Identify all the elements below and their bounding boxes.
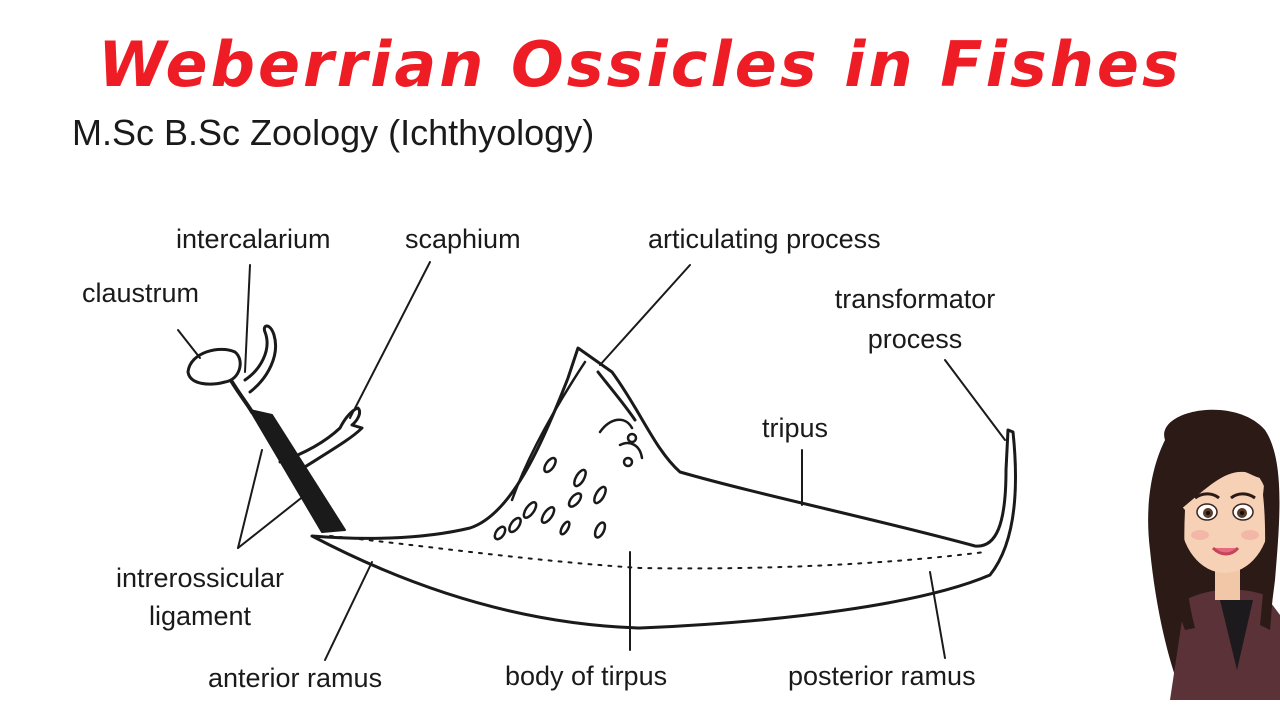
tripus-dotted-line [329,535,986,570]
label-transformator-process-line2: process [867,324,963,354]
label-body-of-tripus: body of tirpus [505,661,668,691]
scaphium-shape [278,406,364,472]
label-intercalarium: intercalarium [176,224,331,254]
label-articulating-process: articulating process [648,224,881,254]
claustrum-shape [186,347,242,386]
label-anterior-ramus: anterior ramus [208,663,383,693]
leader-lines [177,261,1006,661]
label-interossicular-ligament-line1: intrerossicular [115,563,285,593]
label-transformator-process-line1: transformator [834,284,996,314]
female-avatar-icon [1148,409,1280,700]
label-claustrum: claustrum [82,278,200,308]
label-interossicular-ligament-line2: ligament [148,601,252,631]
interossicular-ligament-band [249,409,346,533]
tripus-outline [310,346,1018,630]
subtitle: M.Sc B.Sc Zoology (Ichthyology) [72,112,595,153]
page-title: Weberrian Ossicles in Fishes [98,28,1182,101]
label-tripus: tripus [762,413,829,443]
label-posterior-ramus: posterior ramus [788,661,976,691]
label-scaphium: scaphium [405,224,521,254]
tripus-texture-marks [493,418,644,541]
intercalarium-shape [243,324,277,394]
